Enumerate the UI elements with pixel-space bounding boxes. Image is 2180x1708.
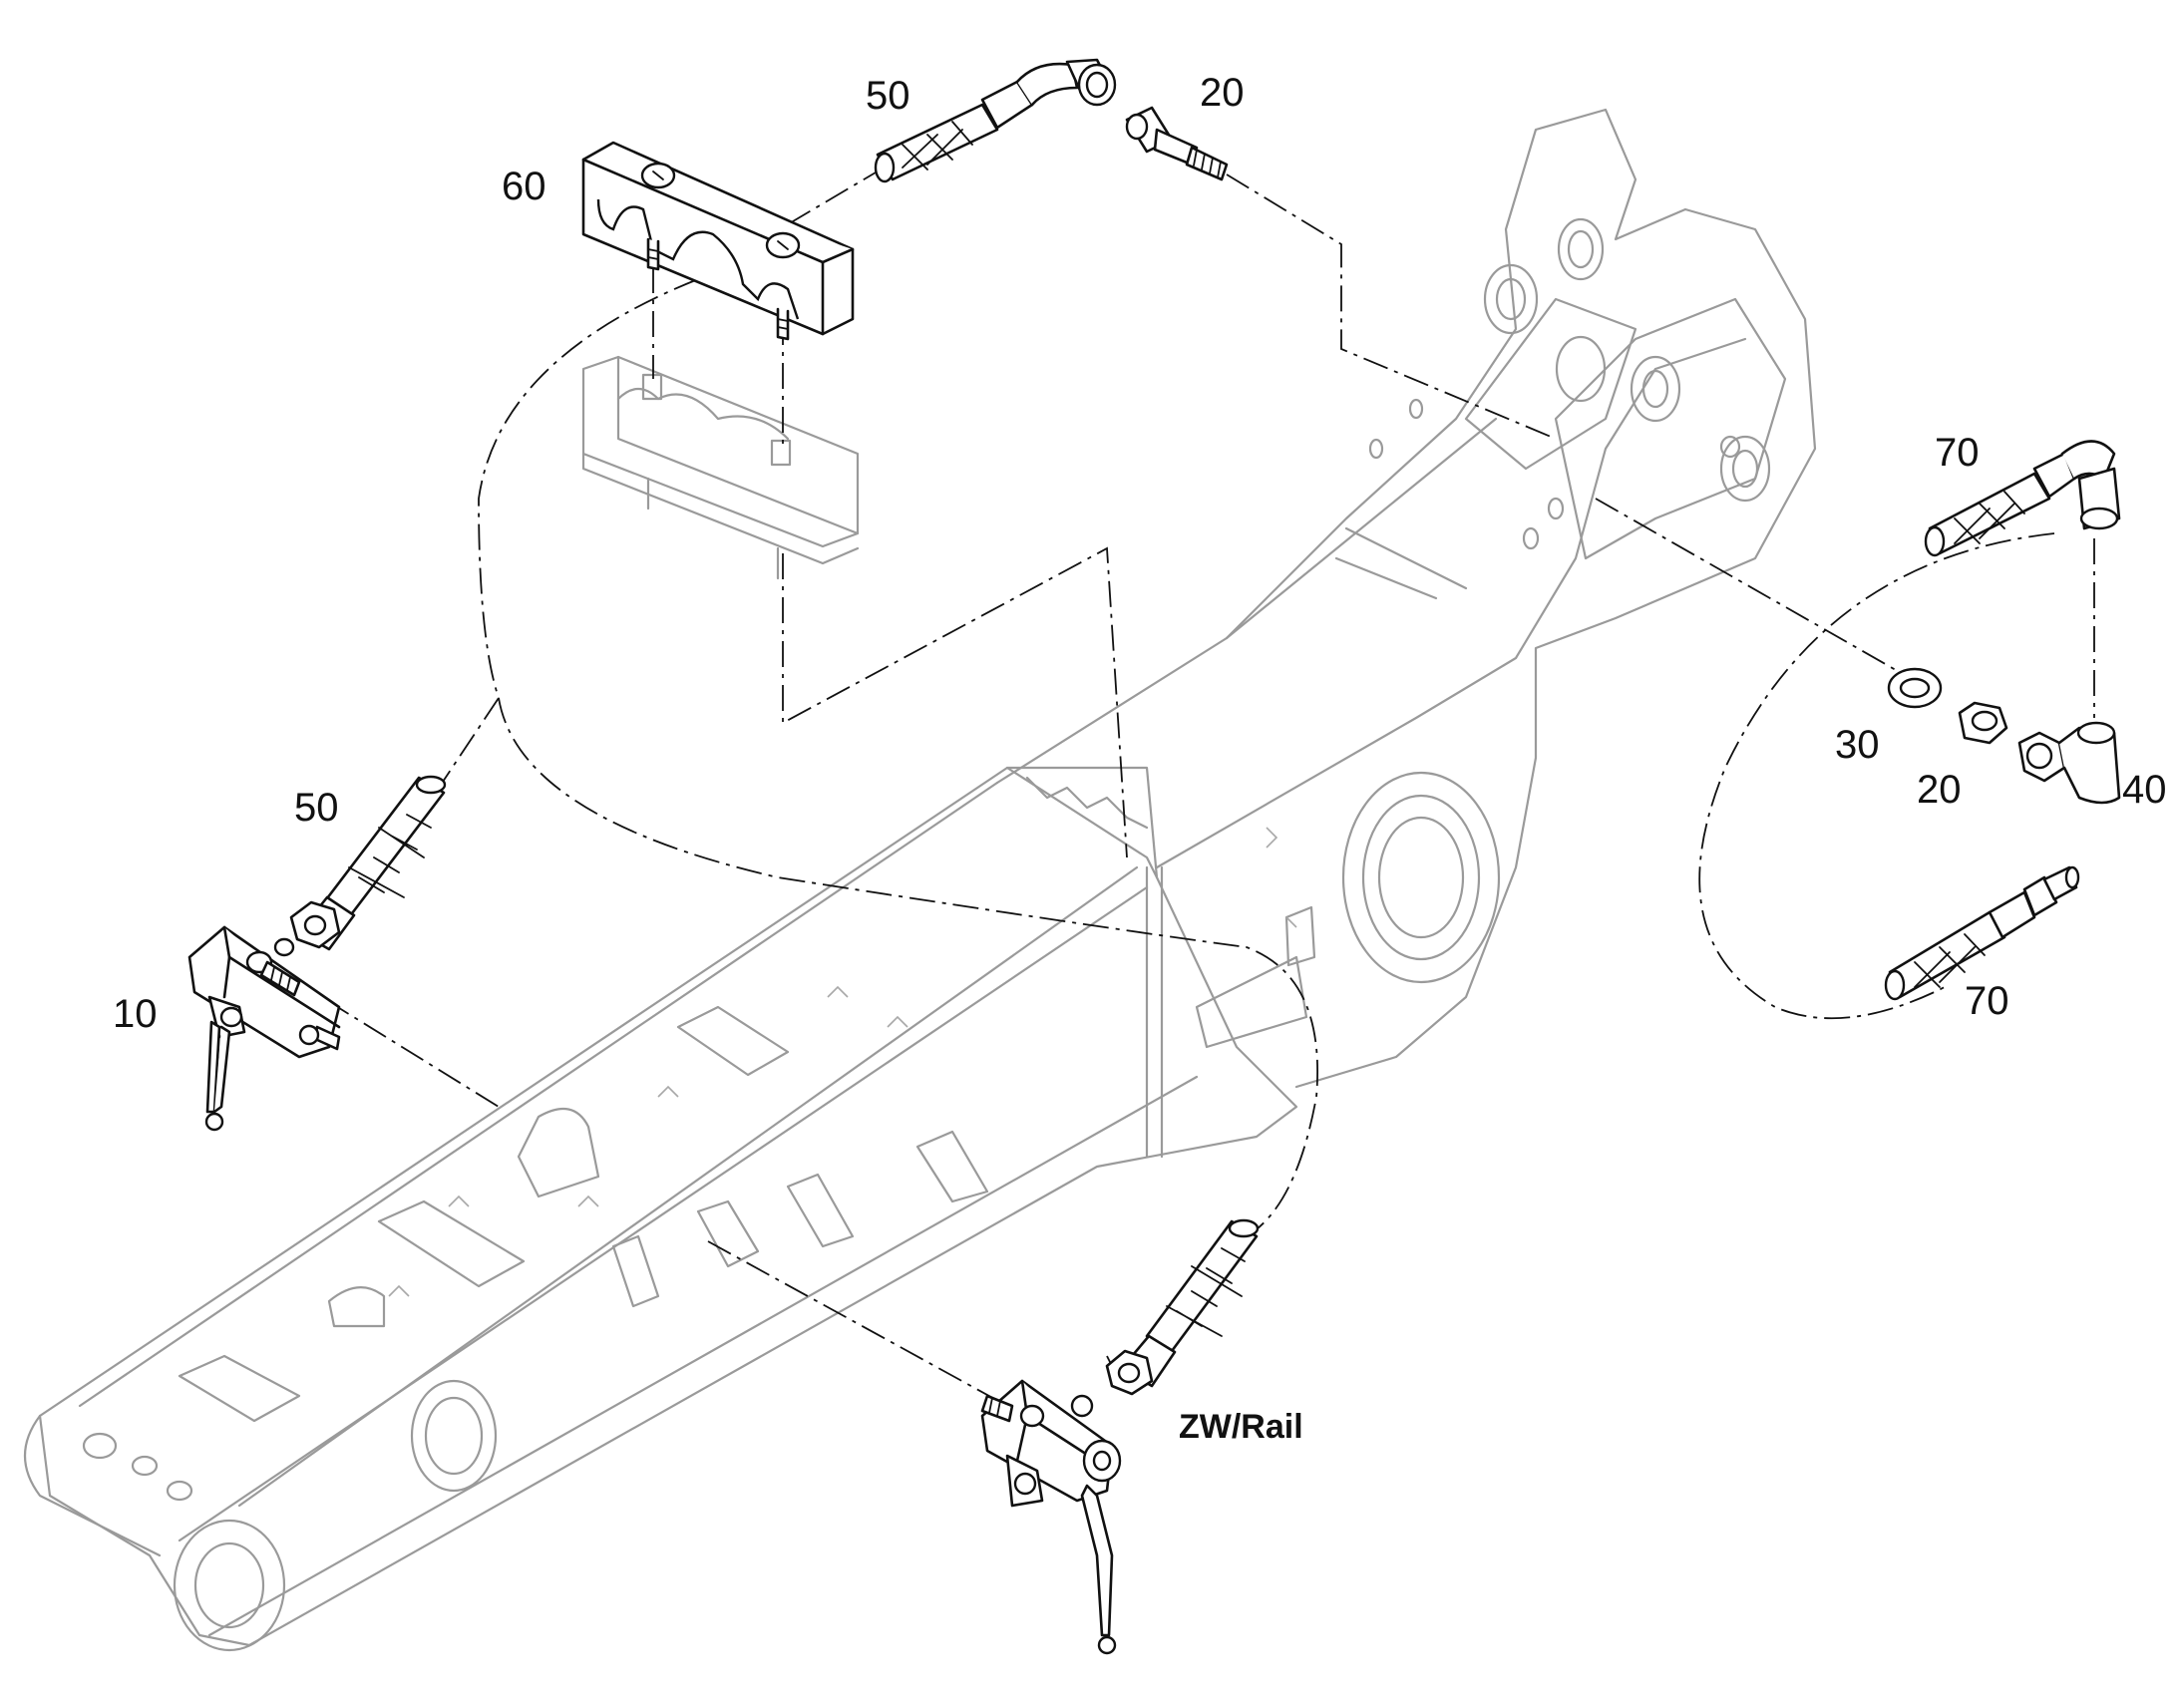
fitting-20-top bbox=[1125, 106, 1229, 181]
clamp-block-60 bbox=[581, 141, 855, 341]
hose-straight-lower bbox=[1105, 1218, 1260, 1396]
callout-20-top: 20 bbox=[1200, 71, 1245, 115]
bracket-10-left bbox=[187, 925, 341, 1132]
callout-40: 40 bbox=[2122, 768, 2167, 812]
hose-straight-70-bottom bbox=[1884, 865, 2080, 1001]
callout-30: 30 bbox=[1835, 723, 1880, 767]
callout-10: 10 bbox=[113, 992, 158, 1036]
callout-60: 60 bbox=[502, 165, 546, 208]
variant-label-zw-rail: ZW/Rail bbox=[1179, 1408, 1303, 1446]
callout-50-left: 50 bbox=[294, 786, 339, 830]
boom-arm-structure bbox=[23, 108, 1817, 1652]
callout-20-right: 20 bbox=[1917, 768, 1962, 812]
hose-elbow-70-top bbox=[1924, 440, 2121, 557]
elbow-fitting-40 bbox=[2017, 721, 2121, 805]
hose-elbow-50-top bbox=[874, 58, 1117, 183]
hose-straight-50-left bbox=[289, 775, 447, 951]
nut-20-right bbox=[1958, 701, 2008, 745]
callout-70-bottom: 70 bbox=[1965, 979, 2009, 1023]
leader-lines bbox=[288, 159, 2095, 1407]
callout-70-top: 70 bbox=[1935, 431, 1980, 475]
callout-50-top: 50 bbox=[866, 74, 910, 118]
bracket-zw-rail bbox=[980, 1379, 1122, 1655]
washer-30 bbox=[1887, 667, 1943, 709]
